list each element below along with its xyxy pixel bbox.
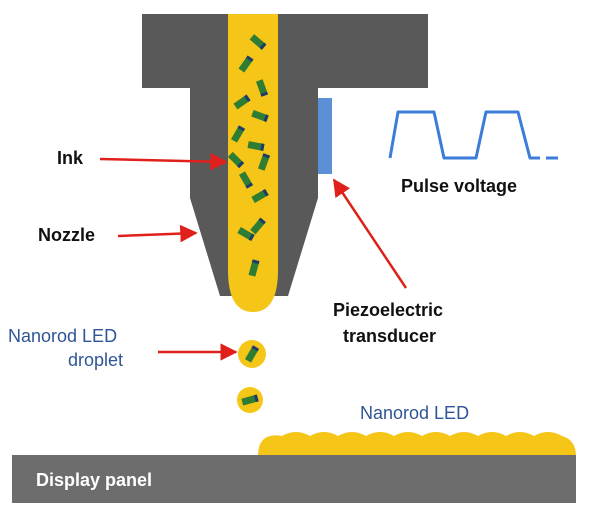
ink-label: Ink: [57, 148, 84, 168]
piezoelectric-transducer: [318, 98, 332, 174]
droplet-1: [238, 340, 266, 368]
display-panel: [12, 455, 576, 503]
nanorod-led-label: Nanorod LED: [360, 403, 470, 423]
droplet-2: [237, 387, 263, 413]
piezo-label-line1: Piezoelectric: [333, 300, 444, 320]
piezo-label-line2: transducer: [343, 326, 437, 346]
nozzle-body: [142, 14, 428, 296]
nanorod-led-layer: [258, 432, 576, 456]
pulse-voltage-label: Pulse voltage: [401, 176, 518, 196]
pulse-voltage-waveform: [388, 110, 540, 160]
nanorods-in-ink: [227, 34, 271, 277]
nozzle-label: Nozzle: [38, 225, 96, 245]
nozzle-arrow: [117, 224, 198, 243]
transducer-arrow: [332, 178, 408, 289]
droplet-label-line1: Nanorod LED: [8, 326, 118, 346]
display-panel-label: Display panel: [36, 470, 153, 490]
ink-arrow: [99, 152, 228, 171]
droplet-label-line2: droplet: [68, 350, 124, 370]
